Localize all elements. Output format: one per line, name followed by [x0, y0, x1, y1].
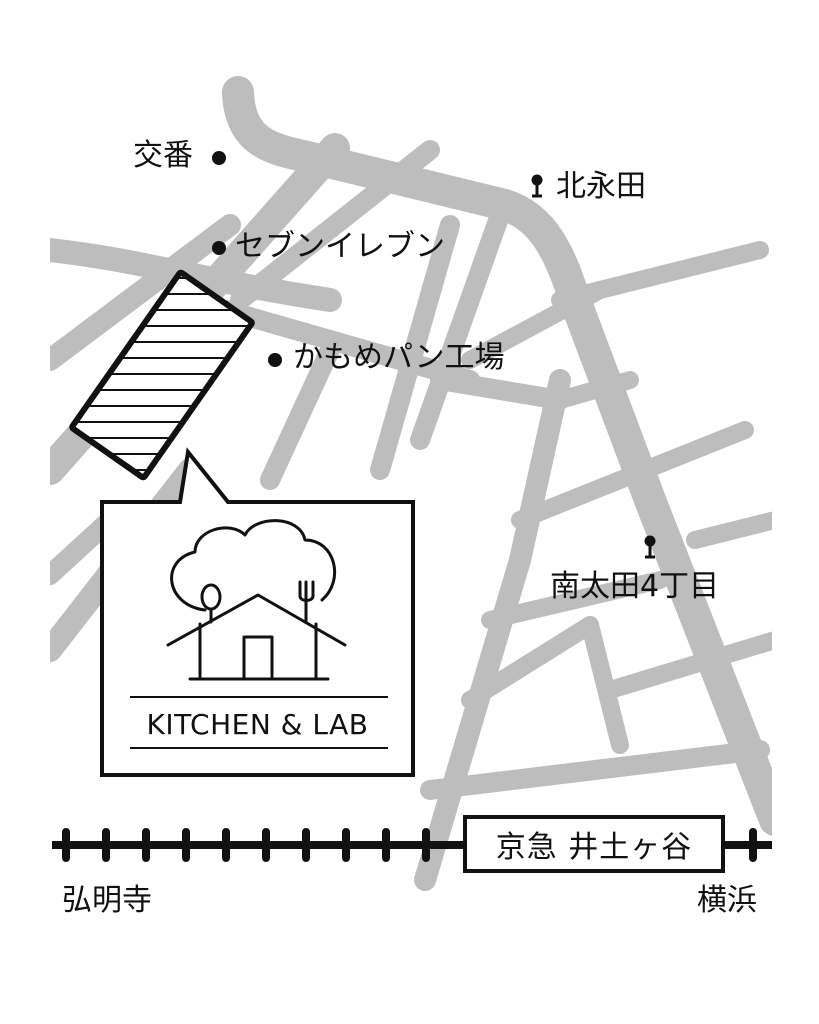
dot-icon	[268, 353, 282, 367]
main-road	[222, 76, 772, 836]
side-road-e	[370, 215, 460, 480]
bus-stop-pin-icon	[531, 174, 543, 198]
shop-name: KITCHEN & LAB	[146, 708, 369, 741]
seven-eleven-label: セブンイレブン	[235, 229, 445, 264]
house-cloud-utensils-icon	[166, 519, 347, 681]
dot-icon	[212, 241, 226, 255]
cross-road-1	[511, 421, 754, 529]
cross-road-4	[461, 616, 599, 709]
west-direction-label: 弘明寺	[62, 883, 152, 918]
cross-road-6	[601, 631, 772, 699]
side-road-g	[430, 370, 570, 410]
station-name-box: 京急 井土ヶ谷	[463, 815, 725, 873]
shop-callout	[100, 447, 415, 777]
side-road-b	[230, 140, 440, 310]
shop-building	[69, 269, 255, 481]
dot-icon	[212, 151, 226, 165]
minamiota-bus-stop-label: 南太田4丁目	[550, 569, 720, 604]
side-road-c	[215, 300, 480, 390]
cross-road-3	[686, 511, 772, 549]
east-direction-label: 横浜	[697, 883, 757, 918]
side-road-d	[260, 340, 340, 490]
koban-label: 交番	[133, 138, 193, 173]
cross-road-7	[420, 740, 770, 800]
cross-road-2	[481, 571, 669, 629]
kamome-bakery-label: かもめパン工場	[293, 340, 505, 375]
side-road-j	[551, 371, 639, 409]
side-road-a	[50, 214, 241, 371]
kitanagata-bus-stop-label: 北永田	[556, 169, 646, 204]
side-road-f	[410, 205, 510, 450]
south-road	[414, 369, 571, 891]
bus-stop-pin-icon	[644, 535, 656, 559]
side-road-i	[551, 241, 769, 309]
